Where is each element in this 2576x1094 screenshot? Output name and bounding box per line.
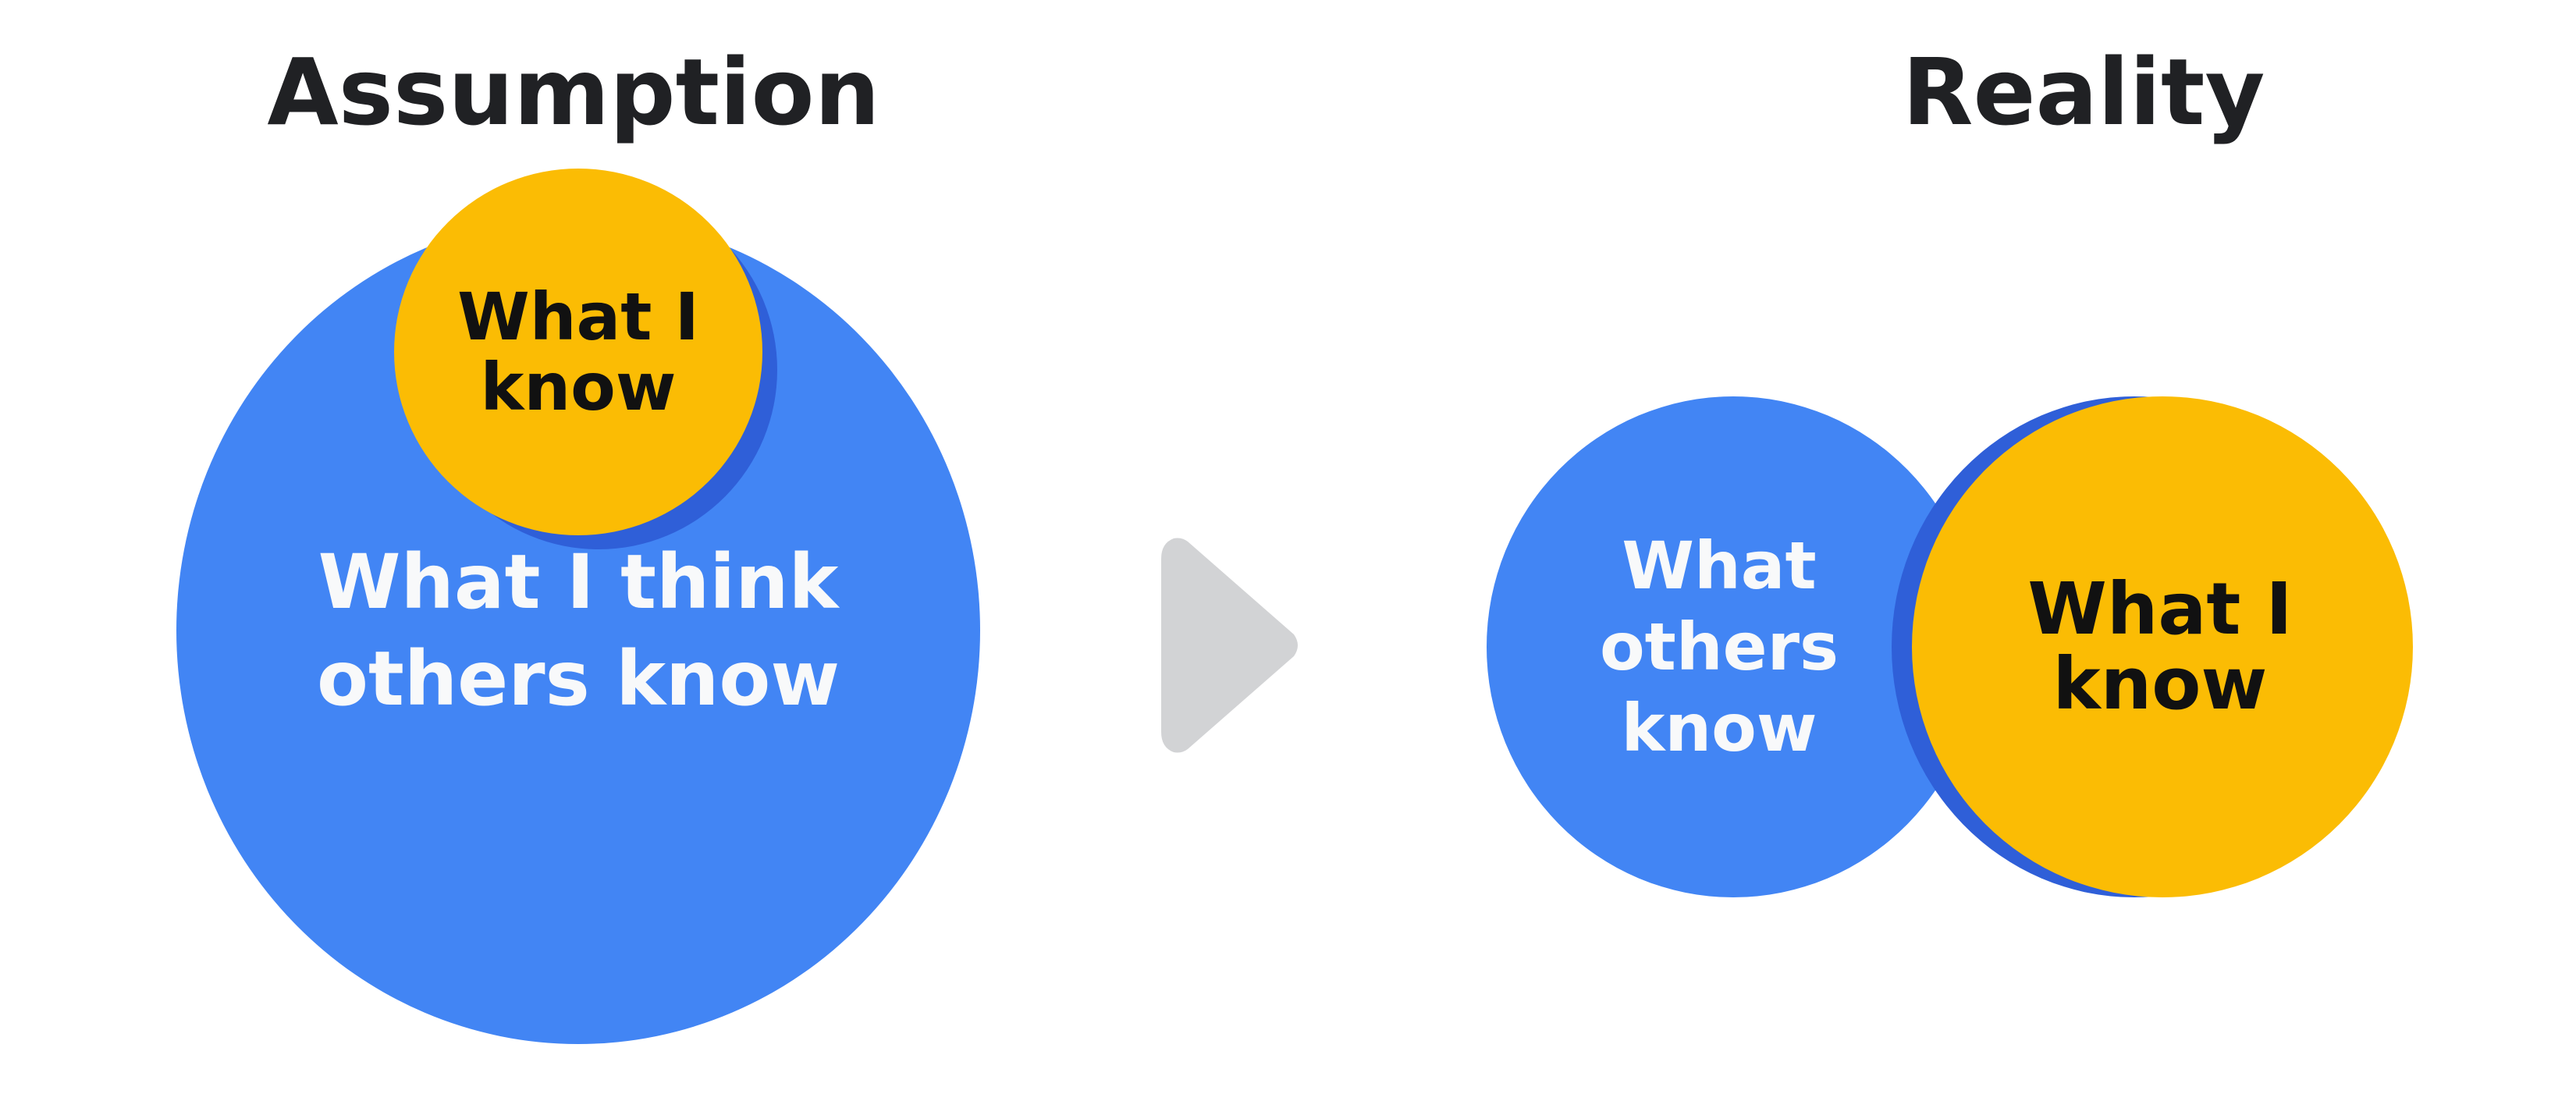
assumption-title: Assumption: [267, 38, 880, 146]
what-others-know-assumed-label: What I think others know: [316, 538, 840, 723]
reality-title: Reality: [1902, 38, 2265, 146]
what-i-know-circle: What I know: [1912, 396, 2413, 897]
what-i-know-label: What I know: [2027, 567, 2293, 726]
play-arrow-icon: [1161, 538, 1298, 753]
what-others-know-label: What others know: [1599, 527, 1839, 766]
what-i-know-assumed-label: What I know: [457, 279, 699, 425]
what-i-know-assumed-circle: What I know: [394, 169, 762, 535]
